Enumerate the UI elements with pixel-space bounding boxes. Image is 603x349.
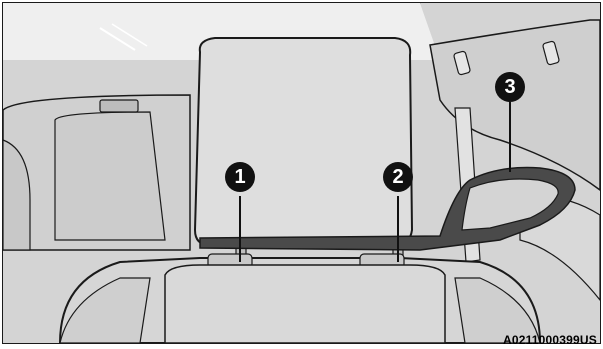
seat-latch <box>100 100 138 112</box>
callout-2: 2 <box>383 162 413 192</box>
rear-seat-panel <box>55 112 165 240</box>
seat-back-center-panel <box>165 265 445 343</box>
callout-3: 3 <box>495 72 525 102</box>
headrest <box>195 38 412 245</box>
callout-1: 1 <box>225 162 255 192</box>
figure-code: A0211000399US <box>503 333 597 347</box>
